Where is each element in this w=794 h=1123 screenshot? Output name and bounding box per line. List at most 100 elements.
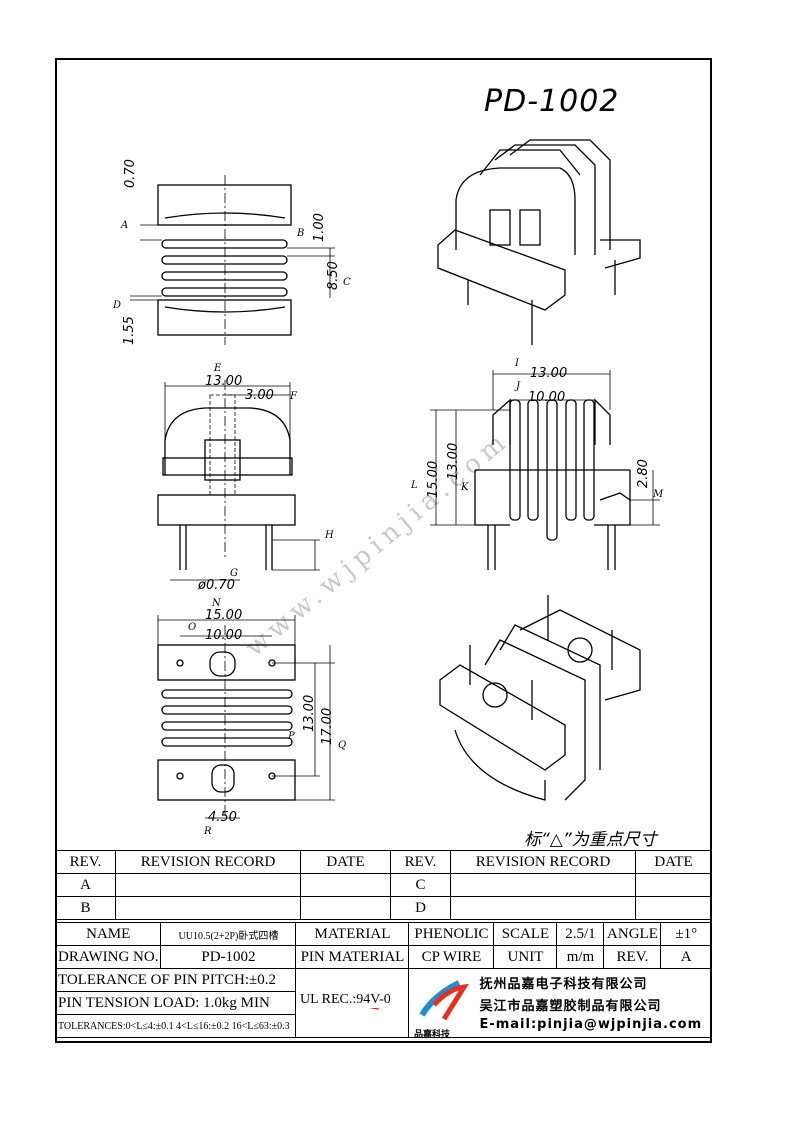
company-name-2: 吴江市品嘉塑胶制品有限公司 [479, 999, 662, 1014]
revision-header-row: REV. REVISION RECORD DATE REV. REVISION … [55, 850, 712, 874]
rev-cell: C [390, 873, 451, 897]
unit-value: m/m [556, 945, 605, 969]
rev-cell: A [55, 873, 116, 897]
marker-n: N [212, 598, 221, 609]
record-cell [450, 873, 636, 897]
dim-1-55: 1.55 [122, 316, 137, 345]
angle-label: ANGLE [603, 922, 662, 946]
spec-row-1: NAME UU10.5(2+2P)卧式四槽 MATERIAL PHENOLIC … [54, 922, 712, 946]
dim-bottom-17-00: 17.00 [320, 707, 335, 745]
marker-f: F [290, 391, 297, 402]
date-cell [635, 873, 712, 897]
name-value: UU10.5(2+2P)卧式四槽 [160, 922, 297, 946]
tolerances: TOLERANCES:0<L≤4:±0.1 4<L≤16:±0.2 16<L≤6… [54, 1014, 297, 1038]
drawing-title: PD-1002 [484, 84, 620, 119]
dim-front-13-00: 13.00 [205, 374, 243, 389]
pin-material-label: PIN MATERIAL [295, 945, 410, 969]
marker-e: E [214, 363, 222, 374]
dim-bottom-13-00: 13.00 [302, 694, 317, 732]
scale-value: 2.5/1 [556, 922, 605, 946]
table-row: A C [55, 873, 712, 897]
spec-row-5: TOLERANCES:0<L≤4:±0.1 4<L≤16:±0.2 16<L≤6… [54, 1014, 712, 1038]
marker-c: C [343, 277, 351, 288]
marker-g: G [230, 568, 238, 579]
dim-bottom-15-00: 15.00 [205, 608, 243, 623]
front-view [157, 380, 320, 581]
marker-m: M [653, 489, 664, 500]
revision-record-header: REVISION RECORD [115, 850, 301, 874]
isometric-view-top [437, 139, 641, 345]
marker-b: B [297, 228, 305, 239]
rev-header: REV. [55, 850, 116, 874]
marker-p: P [288, 731, 295, 742]
dim-side-13-00-vertical: 13.00 [446, 442, 461, 480]
side-view [430, 370, 660, 570]
pin-material-value: CP WIRE [408, 945, 495, 969]
scale-label: SCALE [493, 922, 558, 946]
rev-header-2: REV. [390, 850, 451, 874]
marker-j: J [516, 381, 521, 392]
record-cell [115, 896, 301, 920]
rev-value: A [660, 945, 712, 969]
top-view [130, 175, 335, 345]
company-cell: 抚州品嘉电子科技有限公司 吴江市品嘉塑胶制品有限公司 E-mail:pinjia… [408, 968, 712, 1038]
dim-side-2-80: 2.80 [636, 459, 651, 488]
date-header-2: DATE [635, 850, 712, 874]
bottom-view [157, 615, 335, 819]
spec-table: NAME UU10.5(2+2P)卧式四槽 MATERIAL PHENOLIC … [54, 922, 712, 1038]
drawing-no-label: DRAWING NO. [54, 945, 162, 969]
record-cell [115, 873, 301, 897]
pinjia-logo-icon [419, 980, 469, 1021]
dim-front-0-70: ø0.70 [198, 578, 235, 593]
tolerance-pin-pitch: TOLERANCE OF PIN PITCH:±0.2 [54, 968, 297, 992]
dim-bottom-4-50: 4.50 [208, 810, 237, 825]
ul-rec: UL REC.:94V-0 [298, 992, 393, 1008]
marker-r: R [204, 826, 212, 837]
revision-record-header-2: REVISION RECORD [450, 850, 636, 874]
isometric-view-bottom [439, 595, 641, 801]
marker-d: D [113, 300, 122, 311]
dim-side-10-00: 10.00 [528, 390, 566, 405]
marker-l: L [411, 480, 418, 491]
marker-k: K [461, 482, 469, 493]
rev-cell: B [55, 896, 116, 920]
dim-side-15-00: 15.00 [426, 460, 441, 498]
marker-h: H [325, 530, 334, 541]
dim-bottom-10-00: 10.00 [205, 628, 243, 643]
dim-side-13-00: 13.00 [530, 366, 568, 381]
revision-table: REV. REVISION RECORD DATE REV. REVISION … [55, 850, 712, 920]
date-cell [300, 896, 391, 920]
dim-1-00: 1.00 [312, 213, 327, 242]
key-dimension-note: 标“△”为重点尺寸 [524, 830, 657, 850]
spec-row-3: TOLERANCE OF PIN PITCH:±0.2 抚州品嘉电子科技有限公司… [54, 968, 712, 1038]
logo-text: 品嘉科技 [414, 1030, 451, 1040]
table-row: B D [55, 896, 712, 920]
date-cell [300, 873, 391, 897]
marker-o: O [188, 622, 197, 633]
technical-drawing [130, 139, 660, 819]
dim-0-70: 0.70 [123, 159, 138, 188]
spec-row-4: PIN TENSION LOAD: 1.0kg MIN [54, 991, 712, 1015]
drawing-no-value: PD-1002 [160, 945, 297, 969]
date-header: DATE [300, 850, 391, 874]
material-label: MATERIAL [295, 922, 410, 946]
rev-label: REV. [603, 945, 662, 969]
material-value: PHENOLIC [408, 922, 495, 946]
marker-a: A [121, 220, 129, 231]
drawing-frame [55, 58, 712, 1043]
company-email: E-mail:pinjia@wjpinjia.com [479, 1017, 703, 1032]
marker-q: Q [338, 740, 347, 751]
unit-label: UNIT [493, 945, 558, 969]
marker-i: I [515, 358, 519, 369]
spec-row-2: DRAWING NO. PD-1002 PIN MATERIAL CP WIRE… [54, 945, 712, 969]
company-name-1: 抚州品嘉电子科技有限公司 [479, 977, 648, 992]
pin-tension-load: PIN TENSION LOAD: 1.0kg MIN [54, 991, 297, 1015]
date-cell [635, 896, 712, 920]
angle-value: ±1° [660, 922, 712, 946]
rev-cell: D [390, 896, 451, 920]
company-logo: 品嘉科技 [414, 975, 470, 1040]
dim-front-3-00: 3.00 [245, 388, 274, 403]
name-label: NAME [54, 922, 162, 946]
record-cell [450, 896, 636, 920]
dim-8-50: 8.50 [326, 261, 341, 290]
